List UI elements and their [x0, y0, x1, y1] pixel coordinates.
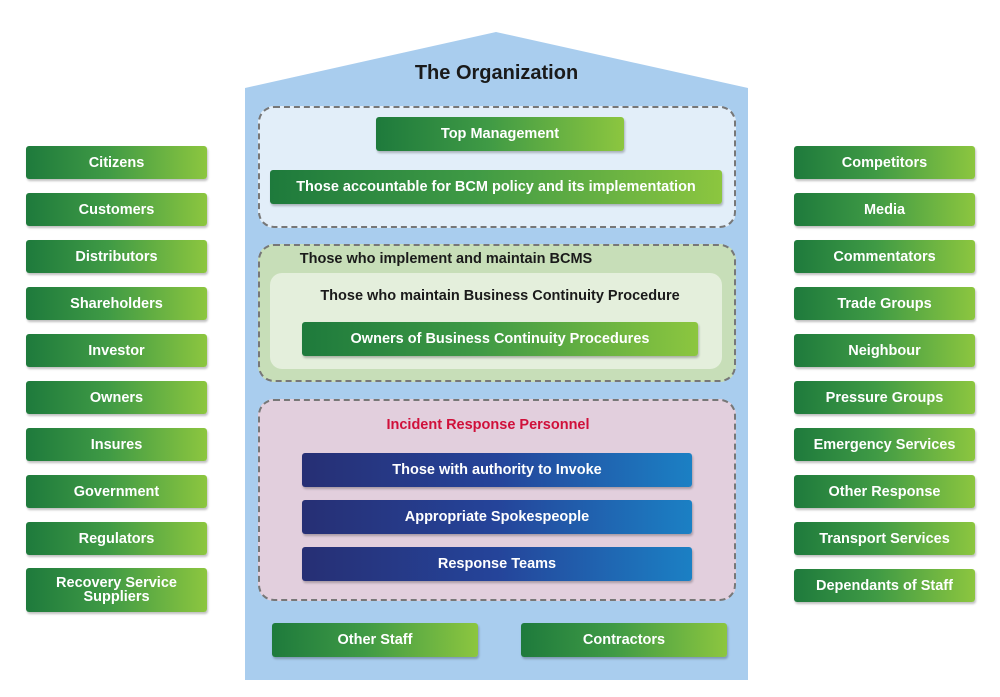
stakeholder-citizens: Citizens: [26, 146, 207, 179]
stakeholder-regulators: Regulators: [26, 522, 207, 555]
right-stakeholders: Competitors Media Commentators Trade Gro…: [794, 0, 975, 697]
stakeholder-transport-services: Transport Services: [794, 522, 975, 555]
stakeholder-other-response: Other Response: [794, 475, 975, 508]
stakeholder-shareholders: Shareholders: [26, 287, 207, 320]
stakeholder-investor: Investor: [26, 334, 207, 367]
contractors-box: Contractors: [521, 623, 727, 657]
stakeholder-media: Media: [794, 193, 975, 226]
left-stakeholders: Citizens Customers Distributors Sharehol…: [26, 0, 207, 697]
stakeholder-emergency-services: Emergency Services: [794, 428, 975, 461]
stakeholder-pressure-groups: Pressure Groups: [794, 381, 975, 414]
stakeholder-recovery-suppliers: Recovery Service Suppliers: [26, 568, 207, 612]
stakeholder-owners: Owners: [26, 381, 207, 414]
top-management-panel: [258, 106, 736, 228]
bcm-accountable-box: Those accountable for BCM policy and its…: [270, 170, 722, 204]
stakeholder-government: Government: [26, 475, 207, 508]
response-teams-box: Response Teams: [302, 547, 692, 581]
bcms-label: Those who implement and maintain BCMS: [299, 251, 593, 267]
invoke-authority-box: Those with authority to Invoke: [302, 453, 692, 487]
stakeholder-distributors: Distributors: [26, 240, 207, 273]
stakeholder-commentators: Commentators: [794, 240, 975, 273]
stakeholder-competitors: Competitors: [794, 146, 975, 179]
stakeholder-trade-groups: Trade Groups: [794, 287, 975, 320]
stakeholder-dependants-of-staff: Dependants of Staff: [794, 569, 975, 602]
stakeholder-customers: Customers: [26, 193, 207, 226]
incident-response-label: Incident Response Personnel: [386, 417, 590, 433]
stakeholder-insures: Insures: [26, 428, 207, 461]
other-staff-box: Other Staff: [272, 623, 478, 657]
spokespeople-box: Appropriate Spokespeople: [302, 500, 692, 534]
organization-title: The Organization: [414, 62, 579, 84]
bc-procedure-label: Those who maintain Business Continuity P…: [320, 288, 680, 304]
top-management-box: Top Management: [376, 117, 624, 151]
bc-owners-box: Owners of Business Continuity Procedures: [302, 322, 698, 356]
stakeholder-neighbour: Neighbour: [794, 334, 975, 367]
